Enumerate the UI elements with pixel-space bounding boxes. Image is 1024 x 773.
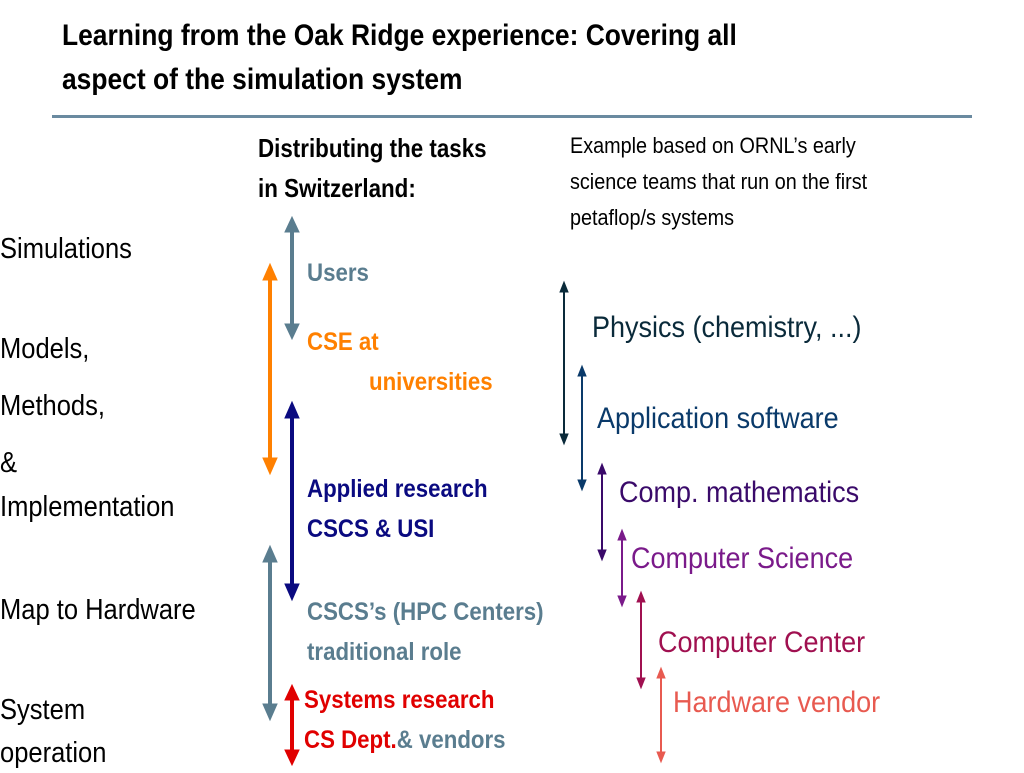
role-applied-research-line1: Applied research <box>307 475 488 503</box>
title-divider <box>52 115 972 118</box>
label-methods: Methods, <box>0 390 105 422</box>
label-models: Models, <box>0 333 90 365</box>
hpc-center-arrow <box>262 544 278 722</box>
label-operation: operation <box>0 737 107 769</box>
role-cse-line2: universities <box>369 368 493 396</box>
slide-title-line2: aspect of the simulation system <box>62 63 463 96</box>
label-ampersand: & <box>0 447 18 479</box>
ornl-note-line1: Example based on ORNL’s early <box>570 133 856 158</box>
slide-title: Learning from the Oak Ridge experience: … <box>62 14 737 102</box>
role-vendors: & vendors <box>396 726 506 754</box>
applied-research-arrow <box>284 400 300 602</box>
layer-hardware-vendor: Hardware vendor <box>673 686 881 719</box>
distribution-heading: Distributing the tasks in Switzerland: <box>258 128 487 208</box>
role-systems-research-line2: CS Dept.& vendors <box>304 720 506 760</box>
distribution-heading-line2: in Switzerland: <box>258 173 416 203</box>
ornl-note-line3: petaflop/s systems <box>570 205 734 230</box>
slide-title-line1: Learning from the Oak Ridge experience: … <box>62 19 737 52</box>
layer-application-software: Application software <box>597 402 839 435</box>
role-cs-dept: CS Dept. <box>304 726 397 754</box>
physics-arrow <box>559 280 569 446</box>
users-cse-arrow <box>284 215 300 341</box>
role-cse-line1: CSE at <box>307 328 379 356</box>
label-map-to-hardware: Map to Hardware <box>0 594 196 626</box>
role-cscs-line1: CSCS’s (HPC Centers) <box>307 598 544 626</box>
label-implementation: Implementation <box>0 491 175 523</box>
role-systems-research-line1: Systems research <box>304 686 495 714</box>
label-system: System <box>0 694 86 726</box>
application-software-arrow <box>577 364 587 492</box>
role-users: Users <box>307 259 369 287</box>
comp-math-arrow <box>597 462 607 562</box>
layer-computer-center: Computer Center <box>658 626 866 659</box>
computer-center-arrow <box>636 590 646 690</box>
label-simulations: Simulations <box>0 233 132 265</box>
hardware-vendor-arrow <box>656 666 666 764</box>
layer-physics: Physics (chemistry, ...) <box>592 311 862 344</box>
role-applied-research-line2: CSCS & USI <box>307 515 435 543</box>
distribution-heading-line1: Distributing the tasks <box>258 133 487 163</box>
layer-comp-mathematics: Comp. mathematics <box>619 476 860 509</box>
role-cscs-line2: traditional role <box>307 638 462 666</box>
systems-research-arrow <box>284 683 300 767</box>
simulations-span-arrow <box>262 262 278 476</box>
ornl-note-line2: science teams that run on the first <box>570 169 868 194</box>
computer-science-arrow <box>617 528 627 608</box>
ornl-example-note: Example based on ORNL’s early science te… <box>570 128 867 236</box>
layer-computer-science: Computer Science <box>631 542 854 575</box>
